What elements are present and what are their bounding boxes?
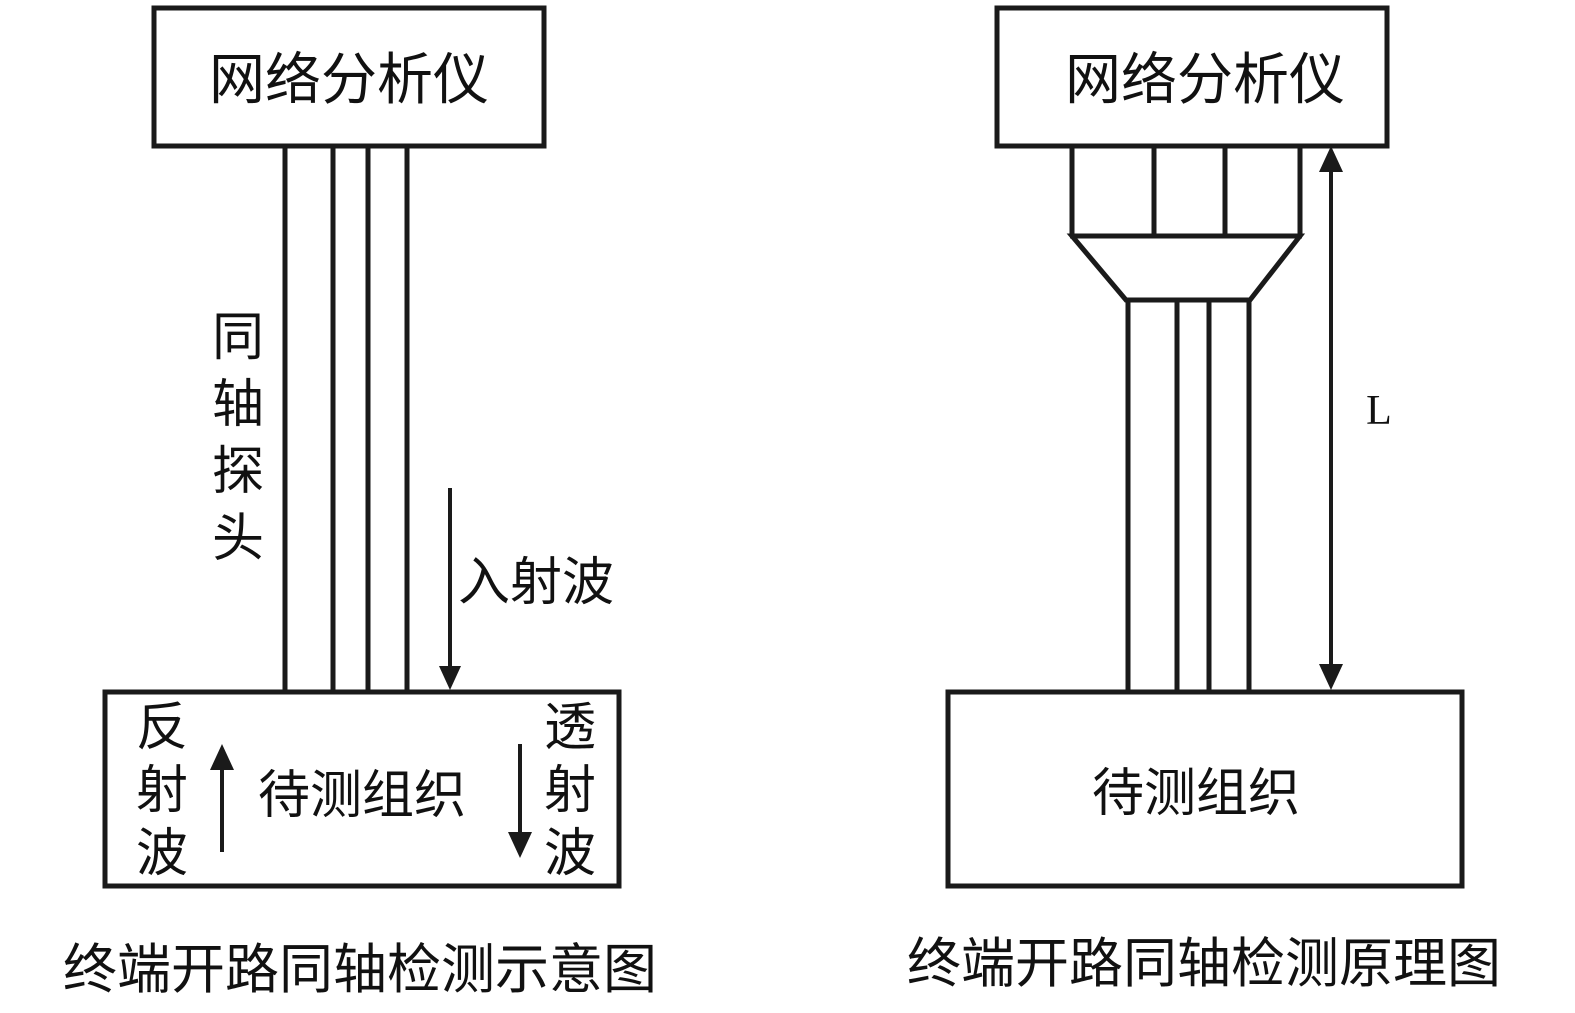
incident-wave-arrow [439, 488, 461, 690]
transmitted-wave-label: 透 射 波 [544, 698, 596, 884]
right-caption: 终端开路同轴检测原理图 [907, 932, 1501, 995]
reflected-arrow-head [210, 744, 234, 770]
incident-wave-label: 入射波 [458, 553, 614, 613]
probe-label-char: 轴 [212, 375, 264, 435]
reflected-wave-label: 反 射 波 [136, 698, 188, 884]
length-arrow-head-top [1319, 146, 1343, 172]
transmitted-wave-arrow [508, 744, 532, 858]
probe-label: 同 轴 探 头 [212, 308, 264, 569]
left-panel: 网络分析仪 同 轴 探 头 入射波 反 射 波 [63, 5, 657, 1001]
left-coaxial-probe [282, 146, 410, 692]
right-coaxial-probe [1125, 300, 1252, 692]
incident-arrow-head [439, 666, 461, 690]
left-sample-label: 待测组织 [258, 766, 466, 826]
left-caption: 终端开路同轴检测示意图 [63, 938, 657, 1001]
length-label: L [1366, 388, 1392, 434]
right-sample-label: 待测组织 [1092, 764, 1300, 824]
connector-block [1069, 146, 1303, 239]
reflected-wave-arrow [210, 744, 234, 852]
left-network-analyzer-label: 网络分析仪 [209, 48, 489, 113]
right-network-analyzer-label: 网络分析仪 [1065, 48, 1345, 113]
left-network-analyzer-box [151, 5, 547, 149]
probe-label-char: 同 [212, 308, 264, 368]
transmitted-arrow-head [508, 832, 532, 858]
right-sample-box [945, 689, 1465, 889]
left-sample-box [102, 689, 622, 889]
reflected-label-char: 射 [136, 761, 188, 821]
reflected-label-char: 波 [136, 824, 188, 884]
length-dimension-arrow [1319, 146, 1343, 690]
tapered-adapter [1066, 233, 1306, 303]
transmitted-label-char: 波 [544, 824, 596, 884]
length-arrow-head-bottom [1319, 664, 1343, 690]
reflected-label-char: 反 [136, 698, 188, 758]
probe-label-char: 头 [212, 509, 264, 569]
transmitted-label-char: 射 [544, 761, 596, 821]
transmitted-label-char: 透 [544, 698, 596, 758]
right-panel: 网络分析仪 L 待测组织 终端开路同轴检测原理图 [907, 5, 1501, 995]
probe-label-char: 探 [212, 442, 264, 502]
right-network-analyzer-box [994, 5, 1390, 149]
